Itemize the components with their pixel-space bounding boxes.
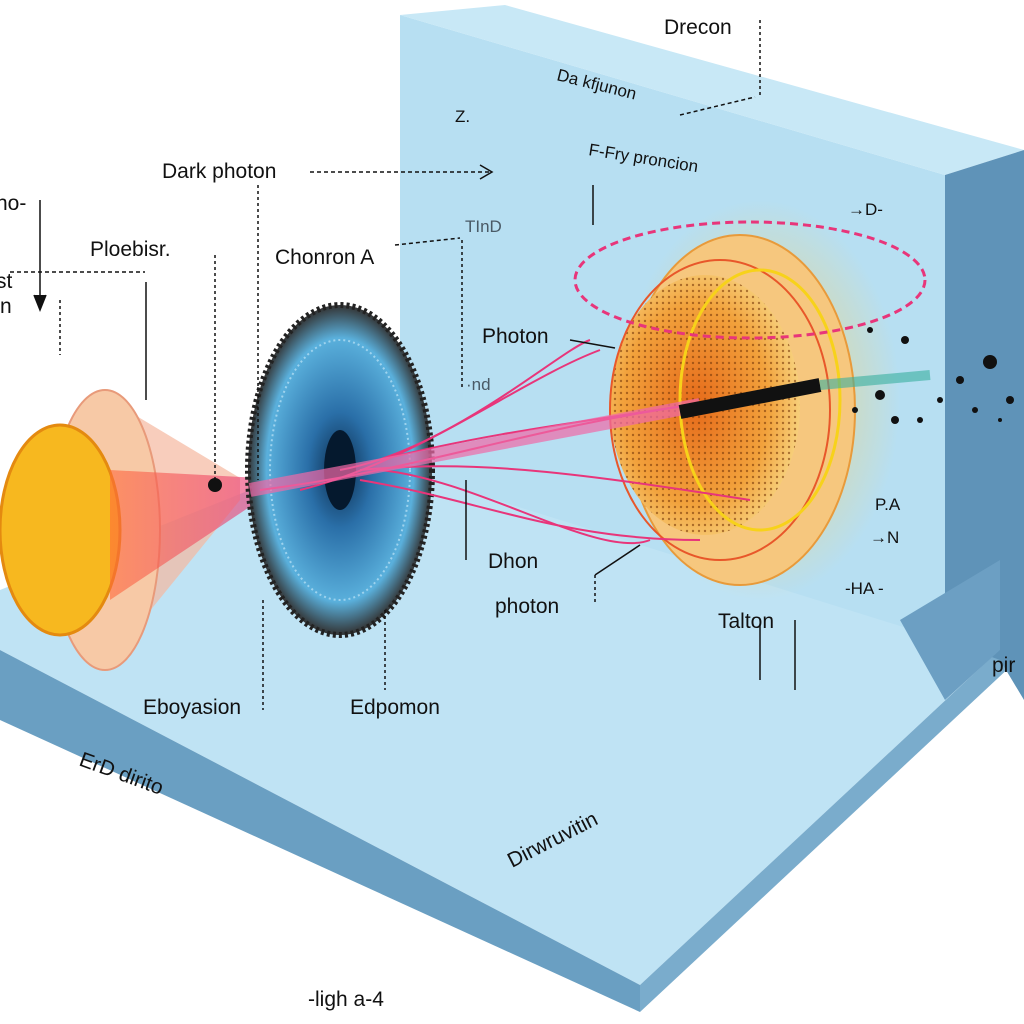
label-ligh-a4: -ligh a-4 (308, 988, 384, 1011)
label-st: st (0, 270, 13, 293)
label-ha: -HA - (845, 579, 884, 598)
label-d-right: →D- (848, 200, 883, 219)
label-n-right: →N (870, 528, 899, 547)
floor-front-right (640, 640, 1012, 1012)
wall-inner-step (900, 560, 1000, 700)
debris-particles (852, 327, 1014, 424)
label-nd: ·nd (466, 375, 491, 394)
label-z: Z. (455, 107, 470, 126)
label-dark-photon: Dark photon (162, 160, 276, 183)
target-ring-yellow (678, 268, 842, 532)
label-photon-upper: Photon (482, 325, 549, 348)
source-sphere (0, 423, 122, 637)
label-pir: pir (992, 654, 1015, 677)
label-dhon: Dhon (488, 550, 538, 573)
label-talton: Talton (718, 610, 774, 633)
label-chonron: Chonron A (275, 246, 374, 269)
dashed-orbit (573, 220, 927, 340)
label-eboyasion: Eboyasion (143, 696, 241, 719)
label-edpomon: Edpomon (350, 696, 440, 719)
wall-top (400, 5, 1024, 175)
red-beam (110, 470, 260, 600)
label-photon-lower: photon (495, 595, 559, 618)
wall-side (945, 150, 1024, 700)
label-pa: P.A (875, 495, 901, 514)
label-ploebisr: Ploebisr. (90, 238, 171, 261)
leader-lines (10, 20, 796, 710)
label-n: n (0, 295, 12, 318)
label-drecon: Drecon (664, 16, 732, 39)
particle-dot (208, 478, 222, 492)
pink-tube (248, 398, 702, 497)
dark-beam (678, 378, 822, 419)
lattice-rings (269, 339, 411, 601)
target-ring (609, 259, 831, 561)
spray (819, 370, 931, 390)
label-tind: TInD (465, 217, 502, 236)
label-no: no- (0, 192, 26, 215)
floor-front-left (0, 650, 640, 1012)
